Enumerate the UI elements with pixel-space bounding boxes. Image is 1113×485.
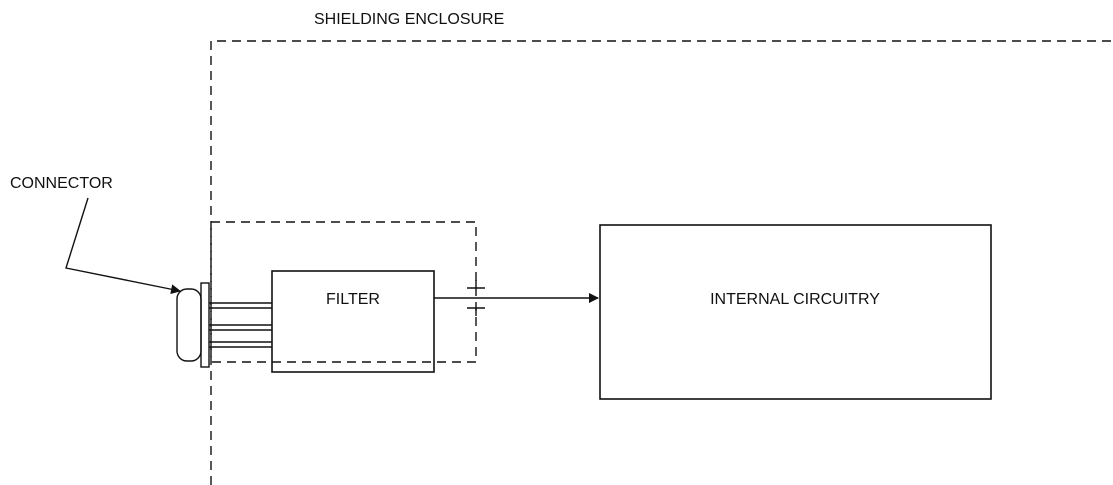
filter-compartment-outline: [210, 221, 477, 363]
connector-label: CONNECTOR: [10, 175, 113, 192]
filter-box: [271, 270, 435, 373]
feedthrough-capacitor-icon: [434, 280, 599, 316]
connector-pins: [209, 302, 272, 348]
filter-label: FILTER: [326, 291, 380, 308]
connector-icon: [176, 282, 210, 368]
internal-circuitry-box: [599, 224, 992, 400]
internal-circuitry-label: INTERNAL CIRCUITRY: [710, 291, 880, 308]
shielding-enclosure-outline: [210, 40, 1113, 485]
connector-leader-line: [65, 197, 181, 295]
shielding-enclosure-label: SHIELDING ENCLOSURE: [314, 11, 504, 28]
